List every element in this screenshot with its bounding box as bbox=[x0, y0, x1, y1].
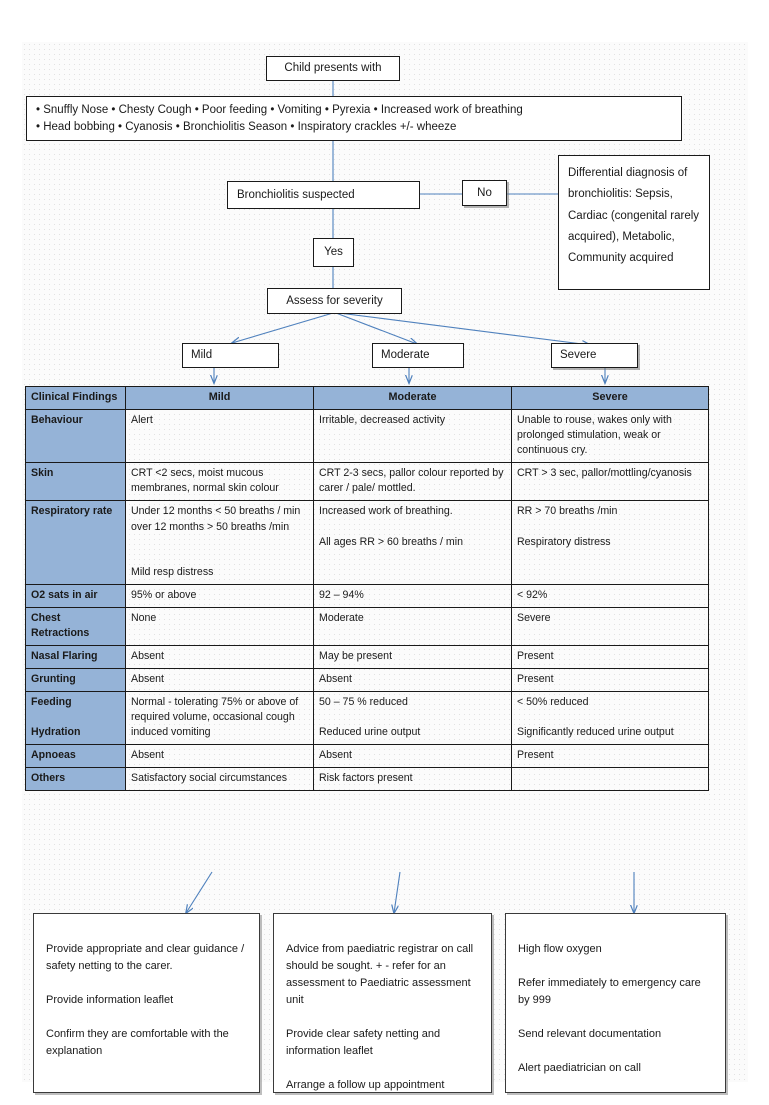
table-cell-mild: Satisfactory social circumstances bbox=[125, 766, 314, 791]
table-cell-moderate: CRT 2-3 secs, pallor colour reported by … bbox=[313, 462, 512, 502]
node-severity-mild-label: Mild bbox=[191, 349, 213, 362]
table-row-finding: Nasal Flaring bbox=[25, 644, 126, 669]
table-cell-severe: Severe bbox=[511, 606, 709, 646]
node-differential-diagnosis[interactable]: Differential diagnosis of bronchiolitis:… bbox=[558, 155, 710, 290]
table-header-row: Clinical Findings Mild Moderate Severe bbox=[25, 385, 709, 411]
table-cell-severe: < 50% reduced Significantly reduced urin… bbox=[511, 690, 709, 745]
node-severity-severe[interactable]: Severe bbox=[551, 343, 638, 368]
table-row-finding: Chest Retractions bbox=[25, 606, 126, 646]
node-assess-for-severity-label: Assess for severity bbox=[286, 294, 383, 307]
table-row-finding: Skin bbox=[25, 462, 126, 502]
table-header-mild: Mild bbox=[125, 385, 314, 411]
table-row-finding: Respiratory rate bbox=[25, 500, 126, 585]
node-severity-moderate-label: Moderate bbox=[381, 349, 430, 362]
table-row-finding: Apnoeas bbox=[25, 743, 126, 768]
node-yes-label: Yes bbox=[324, 246, 343, 259]
action-box-severe[interactable]: High flow oxygen Refer immediately to em… bbox=[505, 913, 726, 1093]
action-box-moderate[interactable]: Advice from paediatric registrar on call… bbox=[273, 913, 492, 1093]
table-cell-severe bbox=[511, 766, 709, 791]
table-header-moderate: Moderate bbox=[313, 385, 512, 411]
node-severity-severe-label: Severe bbox=[560, 349, 597, 362]
node-bronchiolitis-suspected[interactable]: Bronchiolitis suspected bbox=[227, 181, 420, 209]
node-child-presents-with-label: Child presents with bbox=[284, 62, 382, 75]
table-cell-mild: Absent bbox=[125, 644, 314, 669]
table-cell-mild: Normal - tolerating 75% or above of requ… bbox=[125, 690, 314, 745]
table-row-finding: Grunting bbox=[25, 667, 126, 692]
table-cell-mild: Absent bbox=[125, 667, 314, 692]
table-row-finding: Behaviour bbox=[25, 409, 126, 464]
node-child-presents-with[interactable]: Child presents with bbox=[266, 56, 400, 81]
table-cell-moderate: 50 – 75 % reduced Reduced urine output bbox=[313, 690, 512, 745]
table-cell-moderate: Moderate bbox=[313, 606, 512, 646]
table-cell-moderate: Absent bbox=[313, 667, 512, 692]
table-cell-moderate: 92 – 94% bbox=[313, 583, 512, 608]
table-cell-mild: Absent bbox=[125, 743, 314, 768]
table-cell-moderate: Risk factors present bbox=[313, 766, 512, 791]
action-box-mild[interactable]: Provide appropriate and clear guidance /… bbox=[33, 913, 260, 1093]
table-header-severe: Severe bbox=[511, 385, 709, 411]
table-cell-severe: RR > 70 breaths /min Respiratory distres… bbox=[511, 500, 709, 585]
table-row-finding: O2 sats in air bbox=[25, 583, 126, 608]
table-cell-moderate: Absent bbox=[313, 743, 512, 768]
action-box-mild-text: Provide appropriate and clear guidance /… bbox=[46, 943, 245, 1058]
node-bronchiolitis-suspected-label: Bronchiolitis suspected bbox=[237, 188, 355, 201]
node-no-label: No bbox=[477, 186, 492, 199]
symptoms-line-2: • Head bobbing • Cyanosis • Bronchioliti… bbox=[36, 120, 457, 133]
table-cell-mild: 95% or above bbox=[125, 583, 314, 608]
table-cell-severe: Present bbox=[511, 743, 709, 768]
table-cell-mild: Alert bbox=[125, 409, 314, 464]
severity-assessment-table: Clinical Findings Mild Moderate Severe B… bbox=[25, 385, 709, 791]
table-header-clinical-findings: Clinical Findings bbox=[25, 385, 126, 411]
table-cell-severe: < 92% bbox=[511, 583, 709, 608]
table-row-finding: Feeding Hydration bbox=[25, 690, 126, 745]
table-cell-severe: Present bbox=[511, 644, 709, 669]
symptoms-line-1: • Snuffly Nose • Chesty Cough • Poor fee… bbox=[36, 104, 523, 116]
table-cell-severe: CRT > 3 sec, pallor/mottling/cyanosis bbox=[511, 462, 709, 502]
node-differential-diagnosis-label: Differential diagnosis of bronchiolitis:… bbox=[568, 167, 700, 265]
action-box-moderate-text: Advice from paediatric registrar on call… bbox=[286, 943, 474, 1092]
node-assess-for-severity[interactable]: Assess for severity bbox=[267, 288, 402, 314]
node-symptoms-list[interactable]: • Snuffly Nose • Chesty Cough • Poor fee… bbox=[26, 96, 682, 141]
table-row-finding: Others bbox=[25, 766, 126, 791]
table-cell-severe: Unable to rouse, wakes only with prolong… bbox=[511, 409, 709, 464]
table-cell-moderate: May be present bbox=[313, 644, 512, 669]
table-cell-mild: CRT <2 secs, moist mucous membranes, nor… bbox=[125, 462, 314, 502]
table-cell-moderate: Irritable, decreased activity bbox=[313, 409, 512, 464]
node-severity-moderate[interactable]: Moderate bbox=[372, 343, 464, 368]
table-cell-moderate: Increased work of breathing. All ages RR… bbox=[313, 500, 512, 585]
table-cell-mild: Under 12 months < 50 breaths / min over … bbox=[125, 500, 314, 585]
table-cell-severe: Present bbox=[511, 667, 709, 692]
node-no[interactable]: No bbox=[462, 180, 507, 206]
node-yes[interactable]: Yes bbox=[313, 238, 354, 267]
action-box-severe-text: High flow oxygen Refer immediately to em… bbox=[518, 943, 701, 1075]
table-cell-mild: None bbox=[125, 606, 314, 646]
node-severity-mild[interactable]: Mild bbox=[182, 343, 279, 368]
